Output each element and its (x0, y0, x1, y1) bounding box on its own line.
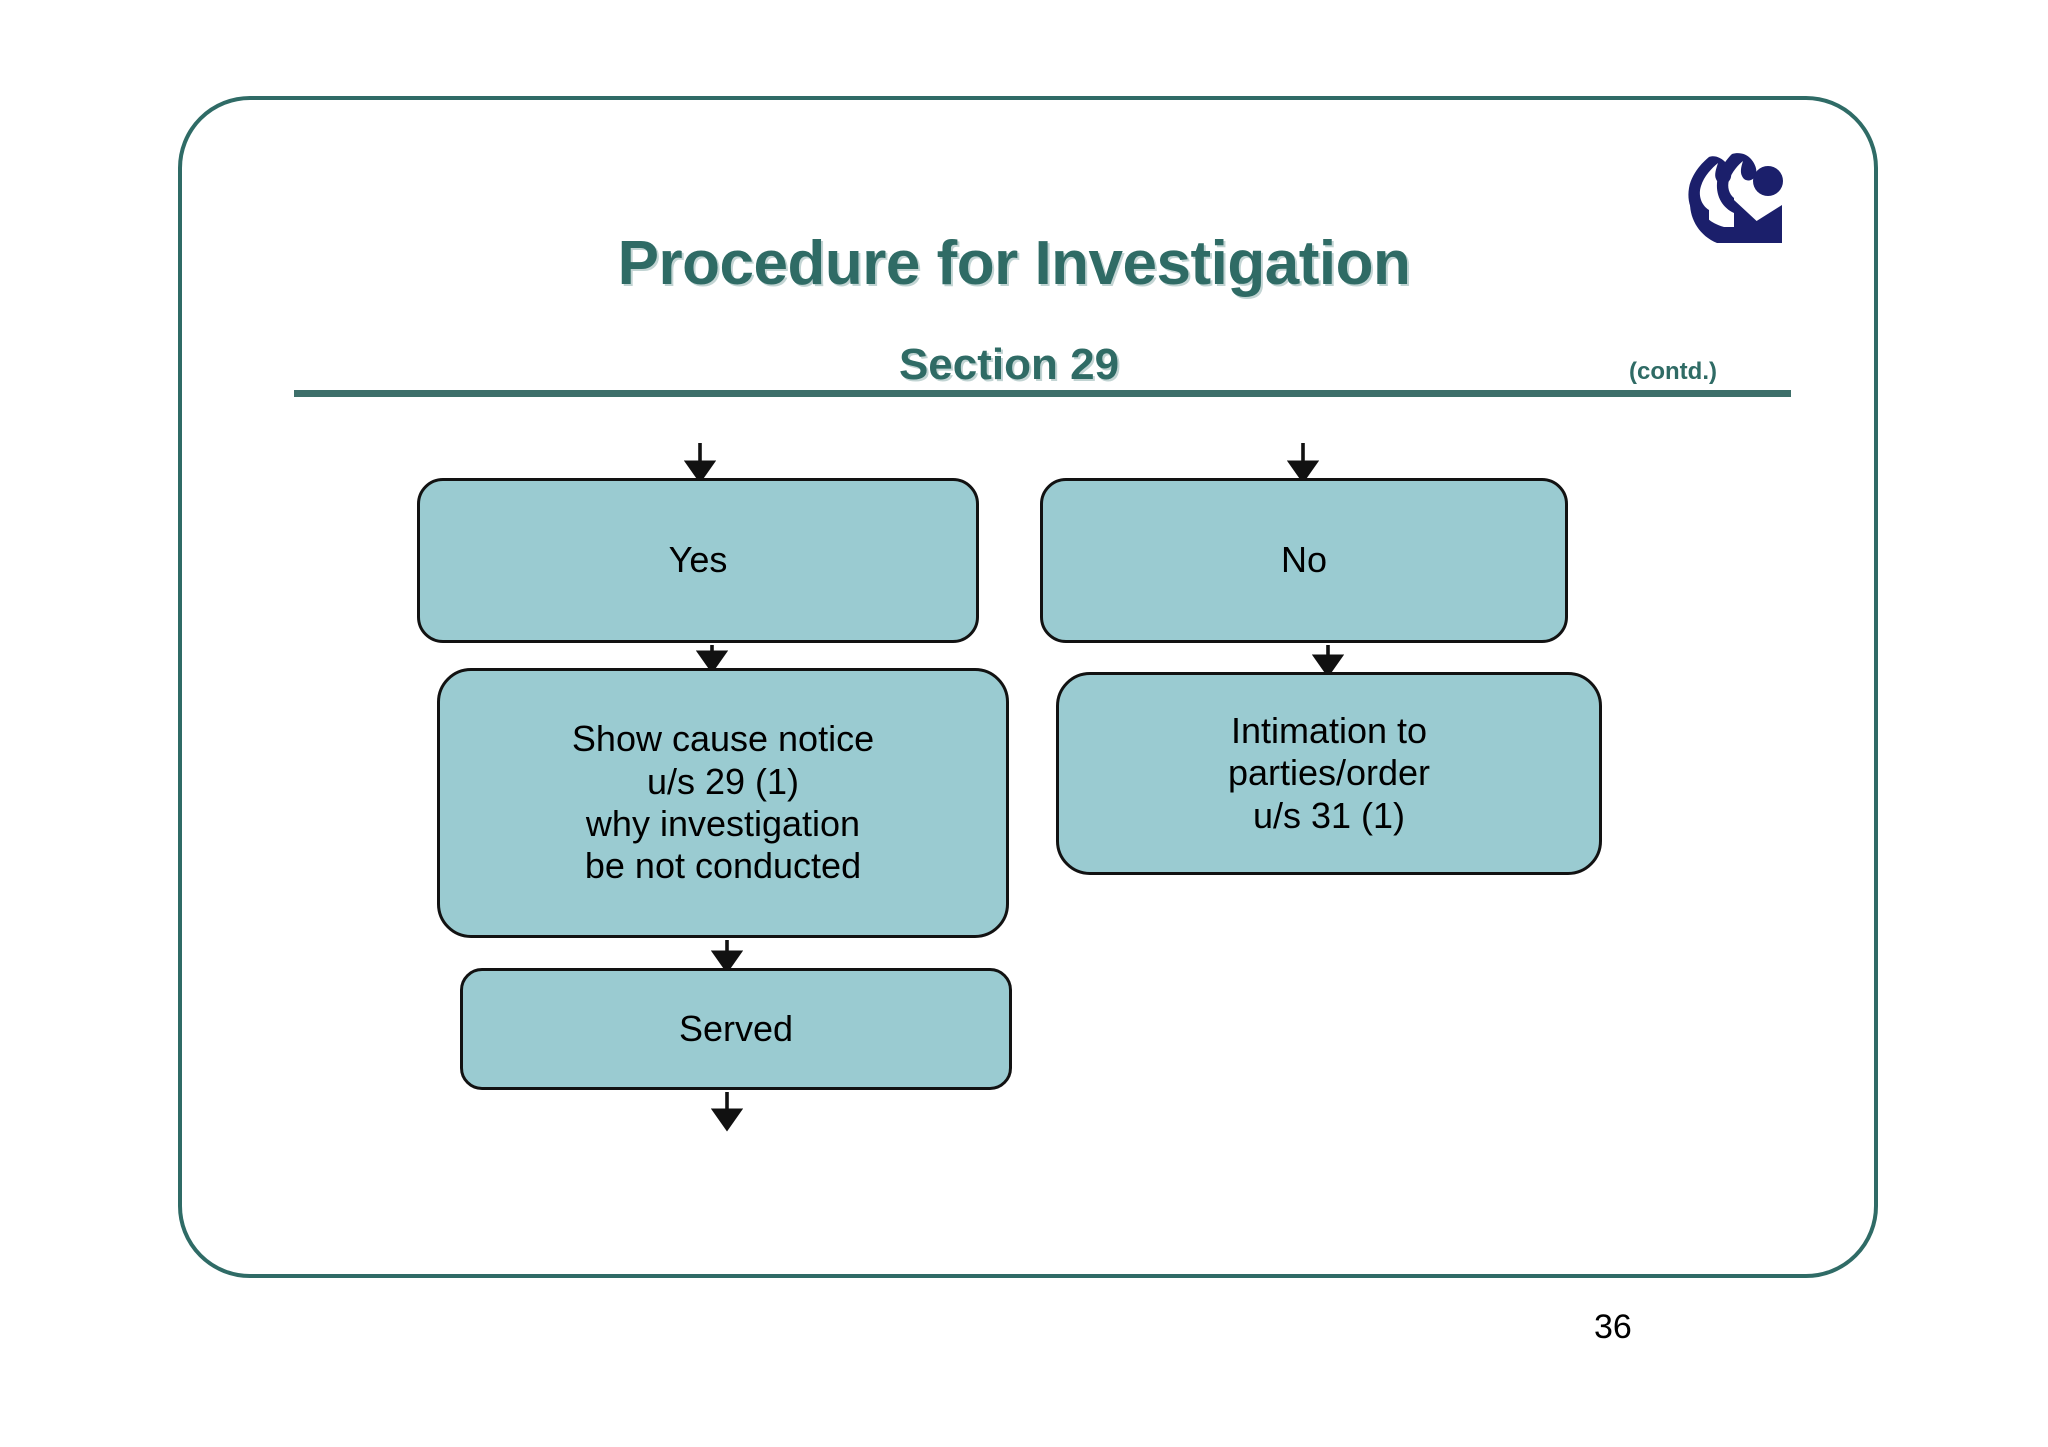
flow-node-yes-line-1: Yes (668, 539, 728, 581)
flow-node-show-cause-notice-text: Show cause notice u/s 29 (1) why investi… (558, 718, 888, 888)
flow-node-intimation-line-3: u/s 31 (1) (1252, 794, 1406, 836)
flow-node-served[interactable]: Served (460, 968, 1012, 1090)
flow-node-served-line-1: Served (678, 1007, 794, 1049)
continued-label: (contd.) (1629, 358, 1717, 385)
flow-node-show-cause-notice[interactable]: Show cause notice u/s 29 (1) why investi… (437, 668, 1009, 938)
page-title-text: Procedure for Investigation (617, 229, 1411, 298)
flow-node-show-cause-notice-line-3: why investigation (585, 803, 861, 844)
flow-node-intimation-text: Intimation to parties/order u/s 31 (1) (1214, 710, 1444, 837)
flow-node-show-cause-notice-line-2: u/s 29 (1) (646, 760, 800, 802)
flow-node-intimation-line-2: parties/order (1227, 752, 1431, 794)
flow-node-no[interactable]: No (1040, 478, 1568, 643)
slide-frame-border (178, 96, 1878, 1278)
flow-node-intimation-line-1: Intimation to (1230, 709, 1428, 751)
flow-node-show-cause-notice-line-1: Show cause notice (571, 718, 875, 760)
page-subtitle: Section 29 (0, 340, 2048, 390)
page-title: Procedure for Investigation (0, 228, 2048, 299)
page-number: 36 (1594, 1308, 1632, 1346)
organization-flame-person-logo-icon (1676, 148, 1796, 260)
flow-node-no-line-1: No (1280, 539, 1328, 581)
flow-node-yes[interactable]: Yes (417, 478, 979, 643)
page-subtitle-text: Section 29 (898, 340, 1120, 389)
flow-node-no-text: No (1267, 539, 1341, 581)
flow-node-yes-text: Yes (655, 539, 742, 581)
header-divider-rule (294, 390, 1791, 397)
flow-node-show-cause-notice-line-4: be not conducted (584, 845, 862, 887)
flow-node-served-text: Served (665, 1008, 807, 1050)
flow-node-intimation[interactable]: Intimation to parties/order u/s 31 (1) (1056, 672, 1602, 875)
